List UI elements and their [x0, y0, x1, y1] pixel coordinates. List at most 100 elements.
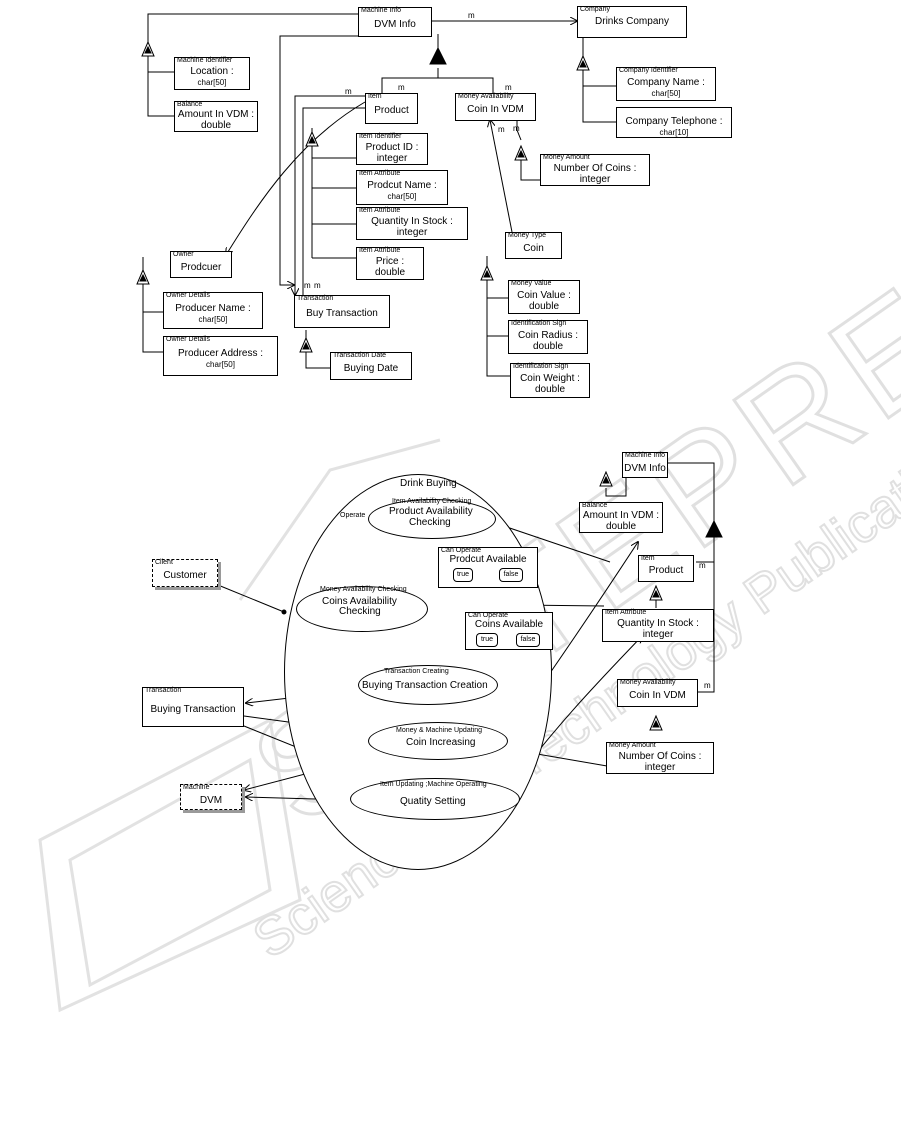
- box-type: double: [528, 301, 560, 312]
- role-label: Money Availability Checking: [320, 586, 407, 593]
- role-label: Owner Details: [166, 292, 210, 299]
- coin-weight-box: Identification Sign Coin Weight : double: [510, 363, 590, 398]
- number-of-coins-box: Money Amount Number Of Coins : integer: [540, 154, 650, 186]
- box-label: Coins Available: [474, 619, 544, 630]
- role-label: Item Updating ;Machine Operating: [380, 781, 487, 788]
- state-true: true: [453, 568, 473, 582]
- box-label: Buy Transaction: [306, 308, 378, 319]
- role-label: Transaction Date: [333, 352, 387, 359]
- process-label: Checking: [409, 517, 451, 528]
- product-id-box: Item Identifier Product ID : integer: [356, 133, 428, 165]
- box-label: Product ID :: [365, 142, 419, 153]
- price-box: Item Attribute Price : double: [356, 247, 424, 280]
- box-type: double: [534, 384, 566, 395]
- role-label: Item Identifier: [359, 133, 402, 140]
- box-label: Prodcuer: [180, 262, 222, 273]
- box-label: DVM: [199, 795, 223, 806]
- multiplicity-label: m: [345, 87, 352, 96]
- multiplicity-label: m: [398, 83, 405, 92]
- coin-in-vdm-box: Money Availability Coin In VDM: [455, 93, 536, 121]
- box-label: Prodcut Name :: [367, 180, 437, 191]
- role-label: Company: [580, 6, 610, 13]
- role-label: Balance: [582, 502, 608, 509]
- box-type: integer: [579, 174, 611, 185]
- box-type: char[50]: [198, 315, 228, 324]
- box-label: Number Of Coins :: [553, 163, 637, 174]
- role-label: Money Availability: [458, 93, 514, 100]
- role-label: Can Operate: [468, 612, 509, 619]
- product-available-state-box: Can Operate Prodcut Available true false: [438, 547, 538, 588]
- role-label: Transaction Creating: [384, 668, 449, 675]
- process-label: Coin Increasing: [406, 737, 476, 748]
- box-type: char[50]: [197, 78, 227, 87]
- box-type: integer: [376, 153, 408, 164]
- box-label: Customer: [163, 570, 207, 581]
- coins-available-state-box: Can Operate Coins Available true false: [465, 612, 553, 650]
- box-type: double: [200, 120, 232, 131]
- role-label: Item Attribute: [359, 247, 401, 254]
- box-type: integer: [644, 762, 676, 773]
- box-label: Amount In VDM :: [582, 510, 660, 521]
- operate-label: Operate: [340, 512, 366, 519]
- quantity-in-stock-box: Item Attribute Quantity In Stock : integ…: [602, 609, 714, 642]
- box-type: double: [374, 267, 406, 278]
- box-type: integer: [396, 227, 428, 238]
- box-label: Buying Date: [343, 363, 399, 374]
- box-type: char[10]: [659, 128, 689, 137]
- box-label: Coin Radius :: [517, 330, 579, 341]
- box-label: DVM Info: [374, 19, 416, 30]
- role-label: Item: [641, 555, 655, 562]
- state-false: false: [516, 633, 540, 647]
- role-label: Money Value: [511, 280, 552, 287]
- role-label: Item Attribute: [605, 609, 647, 616]
- role-label: Machine Info: [361, 7, 402, 14]
- process-label: Coins Availability: [322, 596, 397, 607]
- role-label: Client: [155, 559, 173, 566]
- buying-transaction-box: Transaction Buying Transaction: [142, 687, 244, 727]
- company-telephone-box: Company Telephone : char[10]: [616, 107, 732, 138]
- box-label: Coin: [523, 243, 544, 254]
- quatity-setting-process: [350, 778, 520, 820]
- role-label: Transaction: [145, 687, 182, 694]
- drinks-company-box: Company Drinks Company: [577, 6, 687, 38]
- process-label: Buying Transaction Creation: [362, 680, 488, 691]
- box-type: char[50]: [651, 89, 681, 98]
- box-label: Drinks Company: [595, 16, 669, 27]
- role-label: Transaction: [297, 295, 334, 302]
- box-label: Location :: [190, 66, 234, 77]
- box-type: double: [532, 341, 564, 352]
- box-label: DVM Info: [624, 463, 666, 474]
- box-type: integer: [642, 629, 674, 640]
- balance-box: Balance Amount In VDM : double: [579, 502, 663, 533]
- role-label: Owner Details: [166, 336, 210, 343]
- state-false: false: [499, 568, 523, 582]
- box-label: Coin In VDM: [467, 104, 524, 115]
- buying-transaction-creation-process: [358, 665, 498, 705]
- role-label: Machine: [183, 784, 210, 791]
- box-label: Number Of Coins :: [618, 751, 702, 762]
- buying-date-box: Transaction Date Buying Date: [330, 352, 412, 380]
- balance-box: Balance Amount In VDM : double: [174, 101, 258, 132]
- role-label: Balance: [177, 101, 203, 108]
- number-of-coins-box: Money Amount Number Of Coins : integer: [606, 742, 714, 774]
- box-label: Company Name :: [627, 77, 705, 88]
- coin-radius-box: Identification Sign Coin Radius : double: [508, 320, 588, 354]
- process-label: Product Availability: [389, 506, 473, 517]
- box-label: Coin In VDM: [629, 690, 686, 701]
- role-label: Machine Identifier: [177, 57, 233, 64]
- role-label: Identification Sign: [511, 320, 567, 327]
- dvm-box: Machine DVM: [180, 784, 242, 810]
- multiplicity-label: m: [498, 125, 505, 134]
- state-true: true: [476, 633, 498, 647]
- multiplicity-label: m: [699, 561, 706, 570]
- coin-in-vdm-box: Money Availability Coin In VDM: [617, 679, 698, 707]
- box-label: Quantity In Stock :: [617, 618, 699, 629]
- box-label: Buying Transaction: [150, 704, 236, 715]
- role-label: Can Operate: [441, 547, 482, 554]
- role-label: Money Availability: [620, 679, 676, 686]
- producer-name-box: Owner Details Producer Name : char[50]: [163, 292, 263, 329]
- role-label: Item: [368, 93, 382, 100]
- box-label: Producer Address :: [177, 348, 264, 359]
- product-box: Item Product: [365, 93, 418, 124]
